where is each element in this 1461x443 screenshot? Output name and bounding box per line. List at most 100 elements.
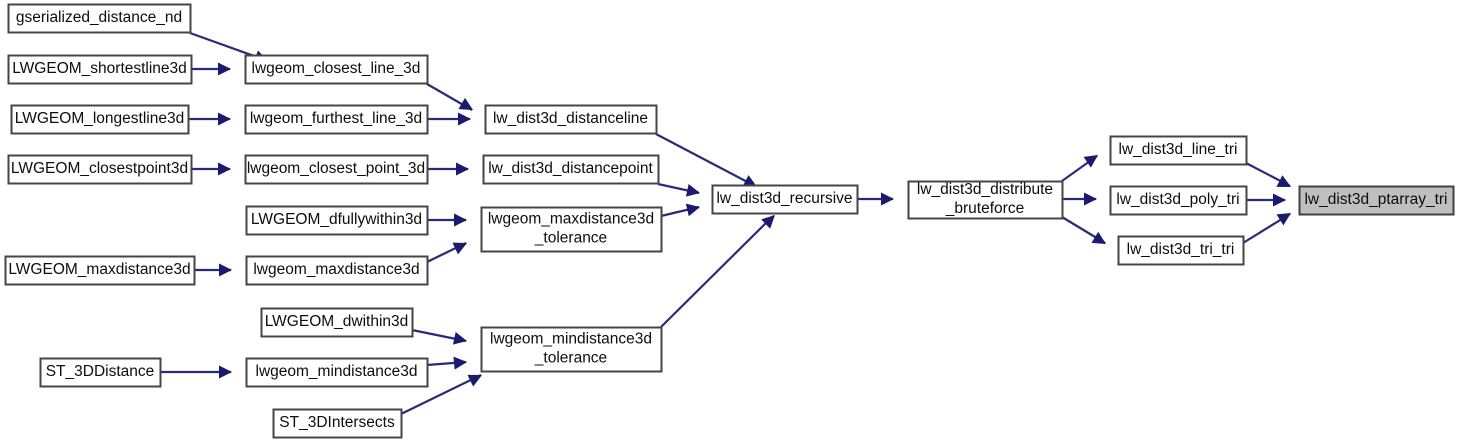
node-box bbox=[244, 54, 429, 85]
arrowhead-icon bbox=[219, 365, 232, 379]
graph-node-lw_dist3d_distanceline[interactable]: lw_dist3d_distanceline bbox=[484, 104, 658, 135]
node-label: lwgeom_closest_line_3d bbox=[252, 60, 421, 77]
node-box bbox=[39, 357, 162, 388]
node-label: lw_dist3d_distanceline bbox=[493, 110, 648, 127]
graph-node-lw_dist3d_distribute_bruteforce[interactable]: lw_dist3d_distribute _bruteforce bbox=[907, 180, 1064, 220]
node-box bbox=[1117, 235, 1245, 266]
graph-node-lw_dist3d_tri_tri[interactable]: lw_dist3d_tri_tri bbox=[1117, 235, 1245, 266]
node-label: lw_dist3d_recursive bbox=[716, 190, 852, 207]
graph-node-lwgeom_maxdistance3d_tolerance[interactable]: lwgeom_maxdistance3d _tolerance bbox=[480, 206, 663, 253]
node-label: lwgeom_closest_point_3d bbox=[247, 160, 425, 177]
node-label: lw_dist3d_poly_tri bbox=[1116, 191, 1239, 208]
node-box bbox=[272, 408, 403, 439]
node-label: lw_dist3d_line_tri bbox=[1119, 141, 1238, 158]
graph-node-ST_3DDistance[interactable]: ST_3DDistance bbox=[39, 357, 162, 388]
arrowhead-icon bbox=[881, 192, 894, 206]
node-box bbox=[1298, 185, 1455, 216]
node-box bbox=[907, 180, 1064, 220]
call-edge bbox=[400, 374, 482, 415]
graph-node-gserialized_distance_nd[interactable]: gserialized_distance_nd bbox=[7, 3, 192, 34]
graph-node-lwgeom_mindistance3d[interactable]: lwgeom_mindistance3d bbox=[245, 357, 429, 388]
node-box bbox=[480, 326, 663, 373]
graph-node-lw_dist3d_poly_tri[interactable]: lw_dist3d_poly_tri bbox=[1109, 185, 1248, 216]
node-box bbox=[484, 104, 658, 135]
arrowhead-icon bbox=[218, 62, 231, 76]
arrowhead-icon bbox=[1273, 193, 1286, 207]
arrowhead-icon bbox=[458, 112, 471, 126]
node-label: LWGEOM_dfullywithin3d bbox=[251, 211, 422, 228]
node-label: ST_3DDistance bbox=[46, 363, 155, 380]
node-label: lwgeom_maxdistance3d bbox=[253, 261, 419, 278]
node-label: _tolerance bbox=[534, 350, 607, 367]
node-box bbox=[245, 205, 429, 236]
graph-node-lwgeom_mindistance3d_tolerance[interactable]: lwgeom_mindistance3d _tolerance bbox=[480, 326, 663, 373]
graph-node-lwgeom_maxdistance3d[interactable]: lwgeom_maxdistance3d bbox=[245, 255, 429, 286]
node-label: ST_3DIntersects bbox=[279, 414, 395, 431]
node-label: LWGEOM_closestpoint3d bbox=[11, 160, 188, 177]
arrowheads-layer bbox=[218, 50, 1291, 387]
node-label: lw_dist3d_ptarray_tri bbox=[1304, 191, 1447, 208]
graph-node-lw_dist3d_recursive[interactable]: lw_dist3d_recursive bbox=[711, 184, 859, 215]
arrowhead-icon bbox=[218, 112, 231, 126]
call-edge bbox=[660, 215, 774, 328]
graph-node-LWGEOM_maxdistance3d[interactable]: LWGEOM_maxdistance3d bbox=[4, 255, 196, 286]
graph-node-LWGEOM_dwithin3d[interactable]: LWGEOM_dwithin3d bbox=[260, 307, 414, 338]
node-box bbox=[7, 154, 193, 185]
arrowhead-icon bbox=[1276, 175, 1291, 187]
arrowhead-icon bbox=[456, 162, 469, 176]
arrowhead-icon bbox=[1084, 192, 1097, 206]
graph-node-LWGEOM_longestline3d[interactable]: LWGEOM_longestline3d bbox=[10, 104, 190, 135]
graph-node-lw_dist3d_line_tri[interactable]: lw_dist3d_line_tri bbox=[1109, 135, 1248, 166]
graph-node-lw_dist3d_distancepoint[interactable]: lw_dist3d_distancepoint bbox=[482, 154, 660, 185]
node-label: lw_dist3d_distancepoint bbox=[488, 160, 653, 177]
graph-node-lw_dist3d_ptarray_tri[interactable]: lw_dist3d_ptarray_tri bbox=[1298, 185, 1455, 216]
arrowhead-icon bbox=[452, 331, 467, 345]
node-label: lwgeom_maxdistance3d bbox=[488, 211, 654, 228]
arrowhead-icon bbox=[218, 162, 231, 176]
arrowhead-icon bbox=[452, 242, 467, 255]
graph-node-LWGEOM_closestpoint3d[interactable]: LWGEOM_closestpoint3d bbox=[7, 154, 193, 185]
node-box bbox=[7, 3, 192, 34]
node-box bbox=[1109, 135, 1248, 166]
node-label: lw_dist3d_distribute bbox=[917, 181, 1053, 198]
arrowhead-icon bbox=[685, 183, 700, 197]
arrowhead-icon bbox=[1091, 231, 1106, 244]
node-label: lw_dist3d_tri_tri bbox=[1127, 241, 1235, 258]
node-label: LWGEOM_longestline3d bbox=[15, 110, 184, 127]
node-label: lwgeom_furthest_line_3d bbox=[250, 110, 422, 127]
node-box bbox=[711, 184, 859, 215]
call-edge bbox=[655, 133, 756, 187]
graph-node-LWGEOM_dfullywithin3d[interactable]: LWGEOM_dfullywithin3d bbox=[245, 205, 429, 236]
node-box bbox=[480, 206, 663, 253]
arrowhead-icon bbox=[761, 215, 775, 229]
arrowhead-icon bbox=[454, 213, 467, 227]
arrowhead-icon bbox=[458, 97, 473, 110]
node-label: LWGEOM_dwithin3d bbox=[265, 313, 409, 330]
graph-node-lwgeom_closest_point_3d[interactable]: lwgeom_closest_point_3d bbox=[244, 154, 429, 185]
node-label: LWGEOM_maxdistance3d bbox=[8, 261, 190, 278]
node-label: gserialized_distance_nd bbox=[16, 9, 182, 26]
arrowhead-icon bbox=[1083, 155, 1098, 168]
node-box bbox=[245, 255, 429, 286]
node-box bbox=[4, 255, 196, 286]
node-label: _bruteforce bbox=[945, 200, 1024, 217]
arrowhead-icon bbox=[467, 374, 482, 387]
node-label: lwgeom_mindistance3d bbox=[490, 331, 652, 348]
node-label: _tolerance bbox=[534, 230, 607, 247]
node-box bbox=[1109, 185, 1248, 216]
arrowhead-icon bbox=[685, 203, 700, 217]
node-box bbox=[245, 357, 429, 388]
node-box bbox=[260, 307, 414, 338]
node-label: lwgeom_mindistance3d bbox=[256, 363, 418, 380]
graph-node-LWGEOM_shortestline3d[interactable]: LWGEOM_shortestline3d bbox=[7, 54, 193, 85]
node-box bbox=[244, 104, 429, 135]
graph-node-ST_3DIntersects[interactable]: ST_3DIntersects bbox=[272, 408, 403, 439]
node-label: LWGEOM_shortestline3d bbox=[12, 60, 187, 77]
node-box bbox=[482, 154, 660, 185]
graph-node-lwgeom_closest_line_3d[interactable]: lwgeom_closest_line_3d bbox=[244, 54, 429, 85]
graph-node-lwgeom_furthest_line_3d[interactable]: lwgeom_furthest_line_3d bbox=[244, 104, 429, 135]
arrowhead-icon bbox=[219, 263, 232, 277]
nodes-layer: gserialized_distance_ndLWGEOM_shortestli… bbox=[4, 3, 1455, 439]
